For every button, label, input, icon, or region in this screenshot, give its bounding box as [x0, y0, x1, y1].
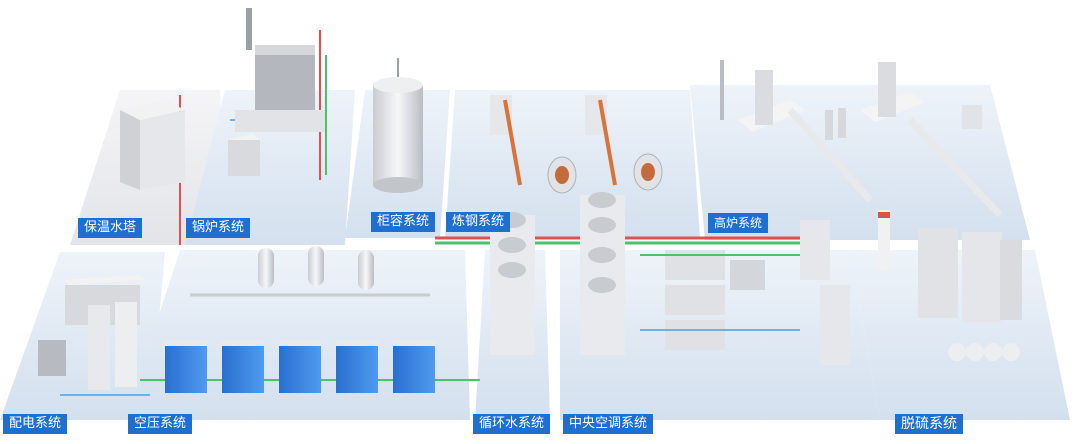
label-desulfurization-system: 脱硫系统 — [895, 414, 963, 434]
central-ac-chillers — [640, 220, 850, 365]
label-air-compression-system: 空压系统 — [128, 414, 193, 434]
boiler-unit — [228, 8, 325, 176]
label-power-distribution-system: 配电系统 — [3, 414, 68, 434]
platform-air-compression — [125, 250, 470, 420]
air-compression-equipment — [165, 246, 435, 393]
desulfurization-equipment — [878, 210, 1022, 361]
cooling-towers — [490, 192, 625, 355]
label-circulating-water-system: 循环水系统 — [473, 414, 551, 434]
label-insulation-tower: 保温水塔 — [78, 218, 143, 238]
label-gas-holder-system: 柜容系统 — [371, 212, 436, 232]
label-boiler-system: 锅炉系统 — [186, 218, 251, 238]
platform-desulfurization — [850, 250, 1070, 420]
blast-furnace-equipment — [720, 60, 1003, 218]
power-distribution-cabinets — [38, 275, 145, 390]
label-steelmaking-system: 炼钢系统 — [446, 212, 511, 232]
steelmaking-equipment — [490, 95, 663, 194]
label-blast-furnace-system: 高炉系统 — [708, 213, 769, 233]
label-central-ac-system: 中央空调系统 — [563, 414, 654, 434]
platform-blast-furnace — [690, 85, 1030, 240]
insulation-water-tower — [120, 100, 185, 190]
gas-holder-tank — [373, 58, 423, 193]
